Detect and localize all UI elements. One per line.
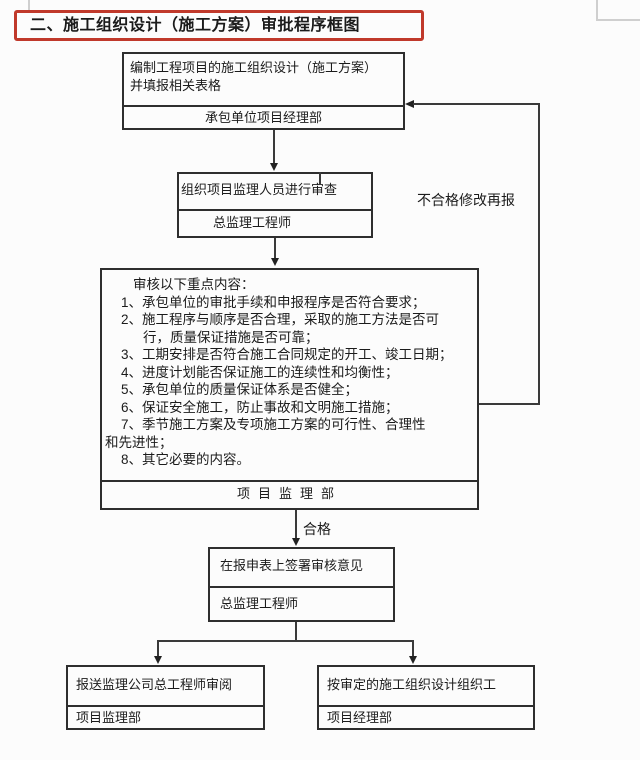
page-title: 二、施工组织设计（施工方案）审批程序框图 (14, 10, 424, 41)
compile-dept-label: 承包单位项目经理部 (204, 110, 322, 125)
arrowhead-checklist-to-sign (292, 538, 300, 546)
checklist-content: 审核以下重点内容： 1、承包单位的审批手续和申报程序是否符合要求； 2、施工程序… (102, 270, 477, 480)
checklist-item-3: 3、工期安排是否符合施工合同规定的开工、竣工日期； (121, 347, 453, 362)
send-chief-dept: 项目监理部 (76, 710, 142, 725)
organize-review-text: 组织项目监理人员进行审查 (179, 174, 371, 211)
box-send-chief-engineer: 报送监理公司总工程师审阅 项目监理部 (66, 665, 265, 730)
implement-text: 按审定的施工组织设计组织工 (319, 667, 533, 707)
connector-compile-to-review (273, 130, 275, 164)
checklist-item-7-cont: 和先进性； (105, 434, 173, 450)
checklist-heading: 审核以下重点内容： (133, 277, 255, 292)
box-review-checklist: 审核以下重点内容： 1、承包单位的审批手续和申报程序是否符合要求； 2、施工程序… (100, 268, 479, 510)
checklist-item-4: 4、进度计划能否保证施工的连续性和均衡性； (121, 364, 399, 380)
arrowhead-review-to-checklist (271, 258, 279, 266)
compile-line-1: 编制工程项目的施工组织设计（施工方案） (130, 60, 378, 75)
arrowhead-feedback-to-compile (405, 100, 414, 108)
connector-review-to-checklist (274, 238, 276, 259)
feedback-line-top (413, 103, 540, 105)
checklist-item-5: 5、承包单位的质量保证体系是否健全； (121, 382, 359, 397)
compile-line-2: 并填报相关表格 (130, 78, 222, 93)
checklist-item-2-cont: 行，质量保证措施是否可靠； (143, 329, 319, 345)
sign-opinion-text: 在报申表上签署审核意见 (210, 549, 393, 588)
arrowhead-to-implement (409, 656, 417, 664)
implement-dept: 项目经理部 (327, 710, 393, 725)
box-organize-review: 组织项目监理人员进行审查 总监理工程师 (177, 172, 373, 238)
scan-artifact-topleft (28, 0, 30, 10)
checklist-item-6: 6、保证安全施工，防止事故和文明施工措施； (121, 399, 399, 415)
scan-artifact-topright-vertical (596, 0, 598, 21)
pass-label: 合格 (303, 521, 331, 537)
scan-artifact-topright-horizontal (596, 19, 640, 21)
checklist-dept-label: 项目监理部 (102, 480, 477, 508)
box-review-tick-mark (319, 172, 321, 184)
checklist-item-2: 2、施工程序与顺序是否合理，采取的施工方法是否可 (121, 312, 440, 327)
fail-loop-label: 不合格修改再报 (417, 192, 515, 208)
connector-split-horizontal (157, 640, 414, 642)
arrowhead-compile-to-review (270, 163, 278, 171)
checklist-item-8: 8、其它必要的内容。 (121, 452, 251, 467)
feedback-line-bottom (479, 403, 540, 405)
connector-split-right (412, 640, 414, 657)
feedback-line-right (538, 103, 540, 405)
box-sign-opinion: 在报申表上签署审核意见 总监理工程师 (208, 547, 395, 622)
connector-sign-down (295, 622, 297, 642)
box-compile-design-body: 编制工程项目的施工组织设计（施工方案） 并填报相关表格 (124, 54, 403, 107)
send-chief-text: 报送监理公司总工程师审阅 (68, 667, 263, 707)
organize-review-role: 总监理工程师 (213, 215, 292, 230)
checklist-item-1: 1、承包单位的审批手续和申报程序是否符合要求； (121, 294, 426, 310)
box-implement-design: 按审定的施工组织设计组织工 项目经理部 (317, 665, 535, 730)
connector-checklist-to-sign (295, 510, 297, 539)
sign-opinion-role: 总监理工程师 (220, 596, 299, 611)
arrowhead-to-send-chief (154, 656, 162, 664)
box-compile-design: 编制工程项目的施工组织设计（施工方案） 并填报相关表格 承包单位项目经理部 (122, 52, 405, 130)
checklist-item-7: 7、季节施工方案及专项施工方案的可行性、合理性 (121, 417, 426, 432)
connector-split-left (157, 640, 159, 657)
